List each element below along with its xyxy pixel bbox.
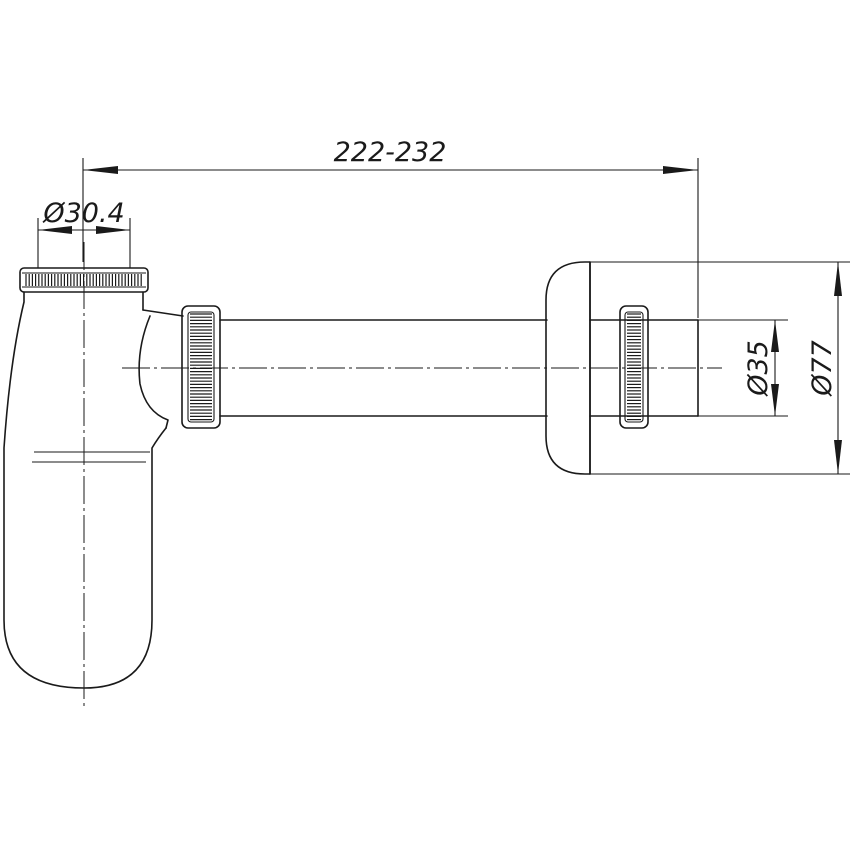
right-pipe-nut [619,305,649,429]
trap-body [3,291,184,689]
dimension-pipe-diameter: Ø35 [698,319,788,417]
inlet-diameter-label: Ø30.4 [42,198,124,229]
overall-length-label: 222-232 [334,137,447,168]
pipe-diameter-label: Ø35 [743,340,774,397]
inlet-nut-knurling [25,274,142,286]
dimension-overall-length: 222-232 [82,137,699,318]
left-nut-knurling [190,313,212,421]
left-pipe-nut [181,305,221,429]
flange-diameter-label: Ø77 [807,340,838,397]
right-nut-knurling [627,313,641,421]
dimension-flange-diameter: Ø77 [590,261,850,475]
horizontal-pipe [219,319,548,417]
dimension-inlet-diameter: Ø30.4 [37,198,131,268]
